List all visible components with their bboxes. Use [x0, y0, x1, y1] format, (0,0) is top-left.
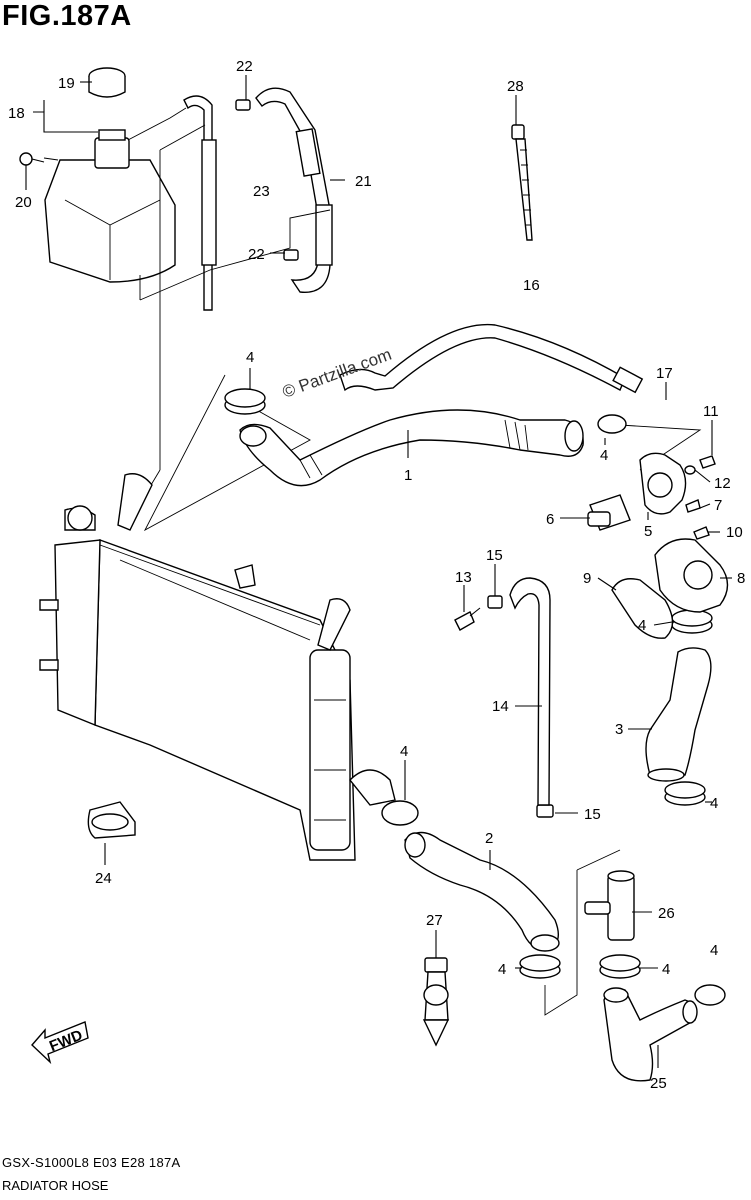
callout-16: 16	[523, 277, 540, 294]
leader-lines	[25, 75, 732, 1068]
overflow-hose	[255, 87, 333, 293]
callout-23: 23	[253, 183, 270, 200]
hose-3	[645, 647, 712, 782]
grommet	[422, 957, 450, 1047]
callout-4c: 4	[638, 617, 646, 634]
callout-26: 26	[658, 905, 675, 922]
water-outlet-cover	[639, 452, 687, 515]
radiator	[39, 473, 356, 861]
inlet-hose	[239, 409, 584, 487]
thermostat	[587, 494, 631, 531]
fwd-arrow-icon: FWD	[31, 1021, 89, 1065]
callout-7: 7	[714, 497, 722, 514]
radiator-clamp	[87, 801, 136, 839]
o-ring	[684, 465, 696, 475]
callout-9: 9	[583, 570, 591, 587]
callout-4e: 4	[710, 795, 718, 812]
callout-labels: 19 18 20 22 23 21 22 28 16 4 17 11 1 4 1…	[8, 58, 745, 1092]
figure-caption: RADIATOR HOSE	[2, 1178, 109, 1193]
callout-8: 8	[737, 570, 745, 587]
tie-wrap	[511, 124, 533, 241]
callout-22b: 22	[248, 246, 265, 263]
tank-bolt	[19, 152, 45, 166]
callout-15a: 15	[486, 547, 503, 564]
joint-pipe	[584, 870, 635, 941]
hose-25	[603, 987, 698, 1082]
bypass-hose	[339, 323, 644, 394]
breather-hose	[183, 95, 217, 311]
callout-2: 2	[485, 830, 493, 847]
callout-15b: 15	[584, 806, 601, 823]
callout-27: 27	[426, 912, 443, 929]
callout-5: 5	[644, 523, 652, 540]
callout-25: 25	[650, 1075, 667, 1092]
callout-4f: 4	[710, 942, 718, 959]
fwd-label: FWD	[47, 1027, 85, 1056]
callout-20: 20	[15, 194, 32, 211]
callout-6: 6	[546, 511, 554, 528]
callout-24: 24	[95, 870, 112, 887]
callout-22: 22	[236, 58, 253, 75]
callout-13: 13	[455, 569, 472, 586]
callout-4b: 4	[600, 447, 608, 464]
callout-21: 21	[355, 173, 372, 190]
bolt	[454, 455, 716, 631]
callout-18: 18	[8, 105, 25, 122]
figure-title: FIG.187A	[2, 0, 132, 32]
thermostat-case	[654, 538, 729, 613]
callout-28: 28	[507, 78, 524, 95]
reservoir-tank	[44, 129, 176, 300]
callout-11: 11	[703, 403, 719, 420]
callout-19: 19	[58, 75, 75, 92]
callout-17: 17	[656, 365, 673, 382]
hose-clamp-small	[235, 99, 299, 261]
gasket	[611, 578, 674, 639]
callout-10: 10	[726, 524, 743, 541]
callout-4d: 4	[400, 743, 408, 760]
callout-3: 3	[615, 721, 623, 738]
hose-clamp	[224, 388, 726, 1006]
callout-4a: 4	[246, 349, 254, 366]
figure-code: GSX-S1000L8 E03 E28 187A	[2, 1155, 181, 1170]
union	[487, 595, 554, 818]
hose-14	[509, 577, 551, 806]
callout-12: 12	[714, 475, 731, 492]
callout-1: 1	[404, 467, 412, 484]
callout-4g: 4	[498, 961, 506, 978]
callout-14: 14	[492, 698, 509, 715]
reservoir-cap	[88, 67, 126, 98]
callout-4h: 4	[662, 961, 670, 978]
outlet-hose	[349, 769, 560, 952]
